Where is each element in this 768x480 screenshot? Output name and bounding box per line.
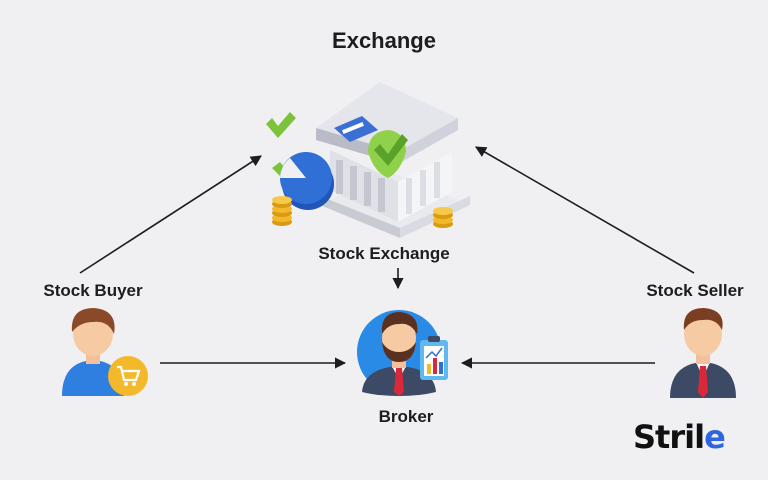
- logo-text: Stril: [633, 418, 705, 456]
- coin-stack-icon: [272, 196, 292, 226]
- broker-label: Broker: [378, 407, 434, 426]
- coin-stack-icon: [433, 207, 453, 228]
- seller-avatar-icon: [670, 308, 736, 398]
- strike-logo: Strile: [633, 418, 726, 456]
- bank-building-icon: [316, 82, 470, 238]
- logo-accent-text: e: [704, 418, 726, 456]
- arrow-seller-to-exchange: [475, 146, 695, 274]
- clipboard-chart-icon: [420, 336, 448, 380]
- check-icon: [368, 130, 408, 178]
- buyer-avatar-icon: [62, 308, 124, 396]
- stock-buyer-label: Stock Buyer: [43, 281, 143, 300]
- stock-exchange-label: Stock Exchange: [318, 244, 450, 263]
- pie-chart-icon: [280, 152, 334, 210]
- shopping-cart-icon: [108, 356, 148, 396]
- arrow-buyer-to-exchange: [79, 155, 262, 274]
- stock-seller-label: Stock Seller: [646, 281, 744, 300]
- diagram-title: Exchange: [332, 28, 436, 53]
- check-icon: [266, 112, 296, 138]
